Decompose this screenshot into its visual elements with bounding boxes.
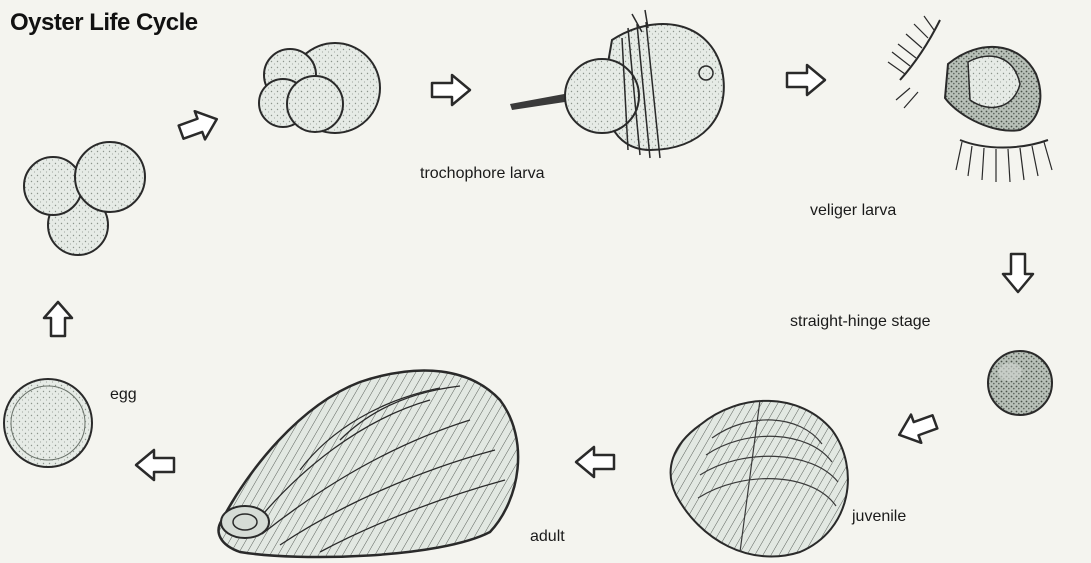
three-cell-embryo-illustration <box>24 142 145 255</box>
juvenile-illustration <box>671 400 848 557</box>
label-veliger-larva: veliger larva <box>810 202 896 220</box>
label-egg: egg <box>110 386 137 404</box>
egg-illustration <box>4 379 92 467</box>
arrow-multicell-to-trochophore <box>432 75 470 105</box>
multi-cell-embryo-illustration <box>259 43 380 133</box>
arrow-trochophore-to-veliger <box>787 65 825 95</box>
veliger-larva-illustration <box>888 16 1052 182</box>
label-straight-hinge-stage: straight-hinge stage <box>790 313 931 331</box>
straight-hinge-stage-illustration <box>988 351 1052 415</box>
arrow-veliger-to-straight-hinge <box>1003 254 1033 292</box>
arrow-juvenile-to-adult <box>576 447 614 477</box>
arrow-straight-hinge-to-juvenile <box>894 408 940 449</box>
arrow-adult-to-egg <box>136 450 174 480</box>
trochophore-larva-illustration <box>510 10 724 158</box>
arrow-cells-to-multicell <box>176 105 222 146</box>
label-adult: adult <box>530 528 565 546</box>
label-juvenile: juvenile <box>852 508 906 526</box>
arrow-egg-to-cells <box>44 302 72 336</box>
adult-oyster-illustration <box>219 370 519 557</box>
label-trochophore-larva: trochophore larva <box>420 165 545 183</box>
diagram-title: Oyster Life Cycle <box>10 9 198 37</box>
